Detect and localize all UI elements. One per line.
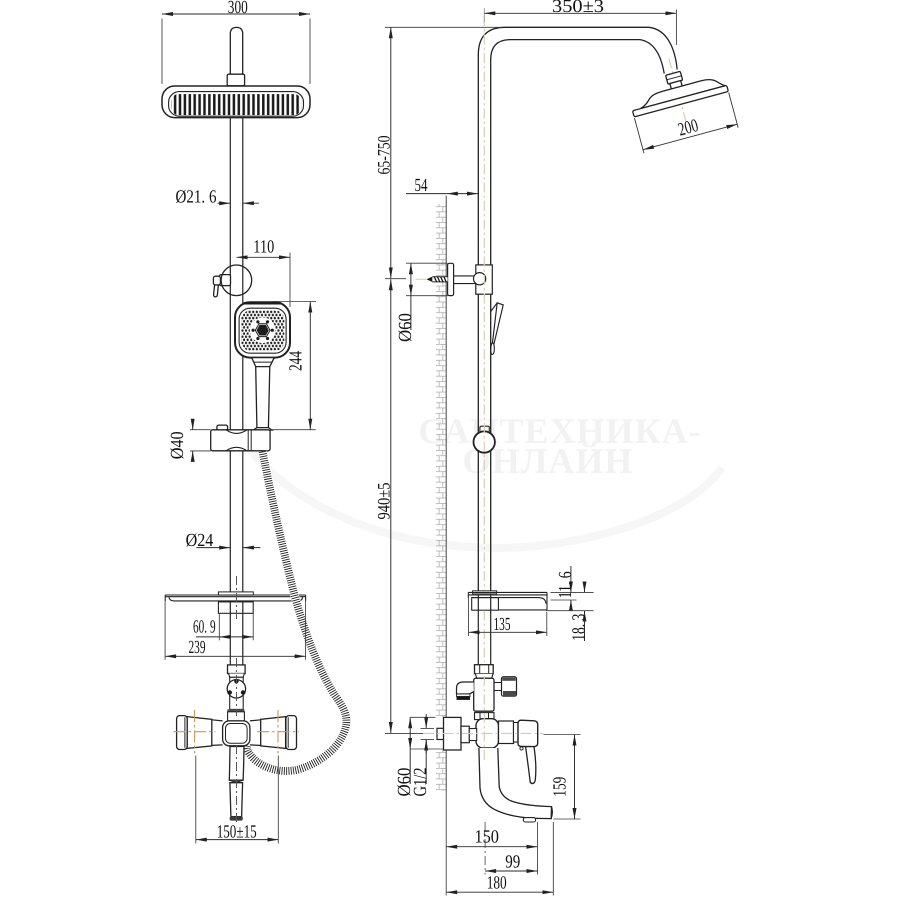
svg-text:300: 300 bbox=[228, 0, 248, 18]
svg-text:244: 244 bbox=[287, 351, 307, 371]
svg-text:180: 180 bbox=[487, 873, 507, 893]
svg-text:Ø60: Ø60 bbox=[396, 313, 416, 342]
svg-text:САНТЕХНИКА-: САНТЕХНИКА- bbox=[418, 411, 701, 451]
svg-text:135: 135 bbox=[494, 615, 511, 635]
svg-text:Ø40: Ø40 bbox=[168, 431, 188, 459]
svg-text:11. 6: 11. 6 bbox=[556, 571, 576, 598]
svg-text:Ø21. 6: Ø21. 6 bbox=[176, 187, 217, 207]
svg-text:110: 110 bbox=[253, 237, 274, 257]
svg-text:99: 99 bbox=[505, 852, 520, 872]
svg-text:60. 9: 60. 9 bbox=[193, 618, 216, 638]
svg-text:159: 159 bbox=[551, 777, 571, 797]
svg-text:54: 54 bbox=[415, 176, 428, 196]
svg-text:940±5: 940±5 bbox=[373, 482, 393, 519]
svg-text:350±3: 350±3 bbox=[552, 0, 604, 17]
svg-text:G1/2: G1/2 bbox=[411, 768, 431, 797]
svg-text:65-750: 65-750 bbox=[373, 135, 393, 174]
svg-text:239: 239 bbox=[189, 638, 206, 658]
svg-text:18. 3: 18. 3 bbox=[570, 614, 590, 641]
svg-text:150: 150 bbox=[474, 827, 499, 847]
svg-text:150±15: 150±15 bbox=[217, 823, 257, 843]
svg-text:Ø24: Ø24 bbox=[186, 531, 214, 551]
svg-text:Ø60: Ø60 bbox=[395, 768, 415, 797]
